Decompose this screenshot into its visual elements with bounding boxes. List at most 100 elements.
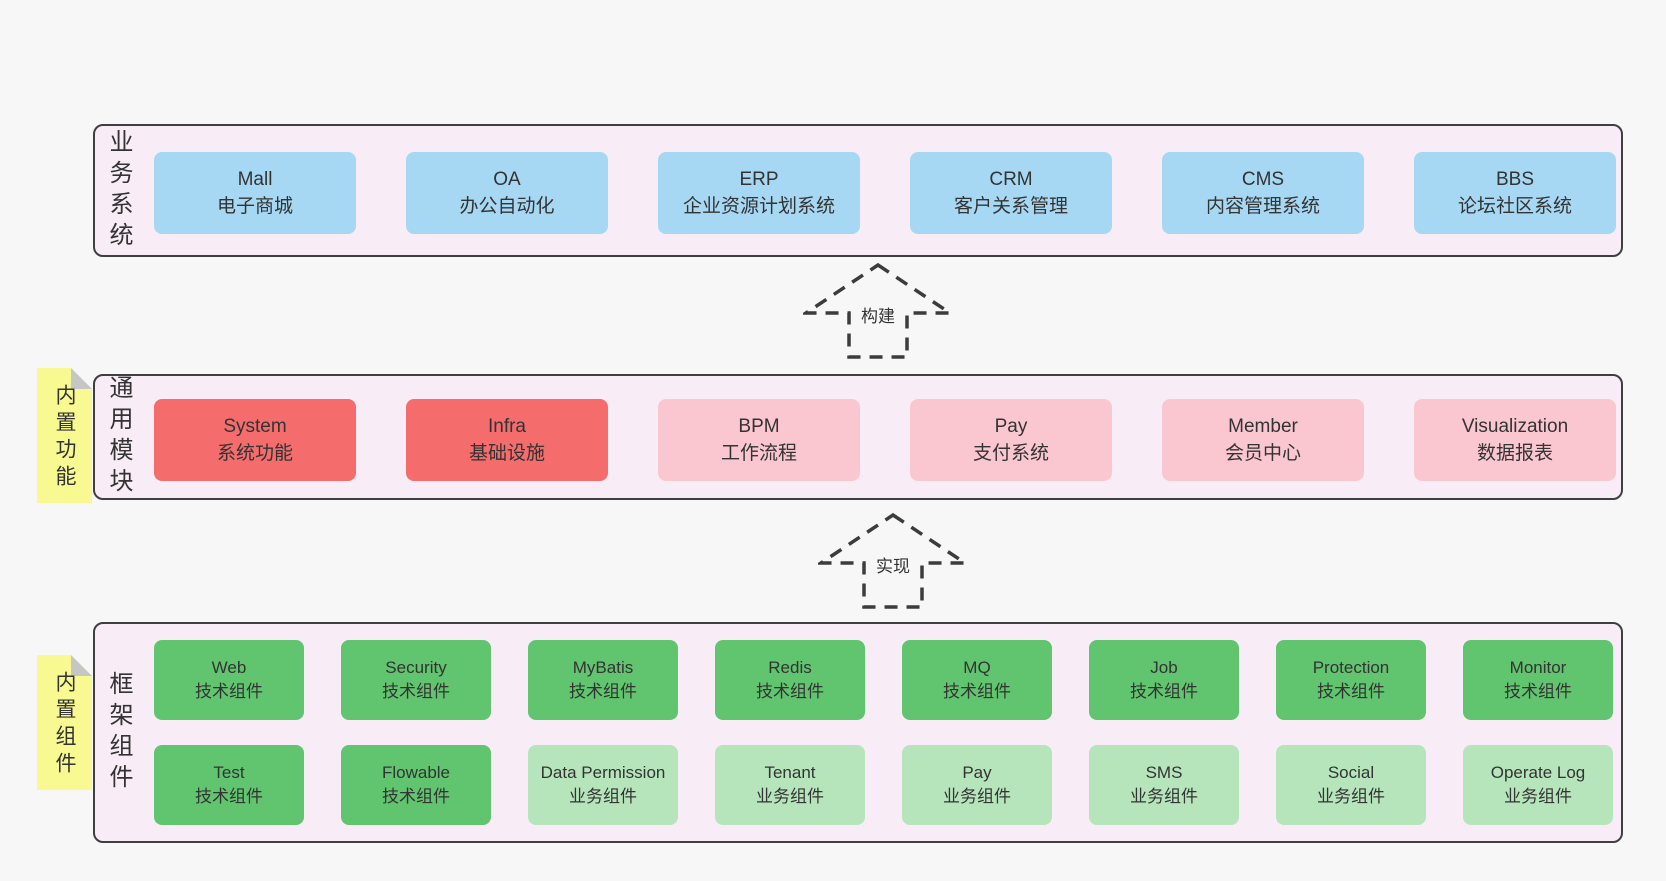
box-subtitle: 技术组件 <box>382 682 450 701</box>
sticky-label: 内置功能 <box>53 384 76 493</box>
box-title: Job <box>1150 658 1178 677</box>
box-monitor: Monitor 技术组件 <box>1463 640 1613 720</box>
box-title: Pay <box>962 763 992 782</box>
box-title: Data Permission <box>540 763 666 782</box>
box-web: Web 技术组件 <box>154 640 304 720</box>
box-title: System <box>223 416 287 437</box>
box-tenant: Tenant 业务组件 <box>715 745 865 825</box>
box-title: Infra <box>487 416 527 437</box>
box-subtitle: 技术组件 <box>1317 682 1385 701</box>
box-title: Operate Log <box>1490 763 1586 782</box>
box-subtitle: 论坛社区系统 <box>1457 196 1572 217</box>
box-subtitle: 基础设施 <box>468 443 545 464</box>
box-job: Job 技术组件 <box>1089 640 1239 720</box>
box-title: CMS <box>1241 169 1285 190</box>
box-subtitle: 数据报表 <box>1476 443 1553 464</box>
box-title: Visualization <box>1461 416 1569 437</box>
box-social: Social 业务组件 <box>1276 745 1426 825</box>
arrow-build-label: 构建 <box>857 300 899 329</box>
box-subtitle: 客户关系管理 <box>953 196 1068 217</box>
box-subtitle: 系统功能 <box>216 443 293 464</box>
box-title: Tenant <box>764 763 816 782</box>
box-mall: Mall 电子商城 <box>154 152 356 234</box>
arrow-build: 构建 <box>803 262 953 360</box>
box-title: Redis <box>768 658 812 677</box>
box-system: System 系统功能 <box>154 399 356 481</box>
box-title: Member <box>1228 416 1298 437</box>
box-title: CRM <box>989 169 1033 190</box>
box-title: SMS <box>1145 763 1183 782</box>
box-protection: Protection 技术组件 <box>1276 640 1426 720</box>
box-redis: Redis 技术组件 <box>715 640 865 720</box>
layer-label-modules: 通用模块 <box>105 375 132 499</box>
sticky-note-built-in-features: 内置功能 <box>37 368 92 503</box>
box-pay-component: Pay 业务组件 <box>902 745 1052 825</box>
box-title: Protection <box>1312 658 1390 677</box>
box-subtitle: 企业资源计划系统 <box>682 196 835 217</box>
arrow-implement-label: 实现 <box>872 550 914 579</box>
box-cms: CMS 内容管理系统 <box>1162 152 1364 234</box>
box-subtitle: 技术组件 <box>382 787 450 806</box>
box-oa: OA 办公自动化 <box>406 152 608 234</box>
box-title: OA <box>493 169 521 190</box>
layer-label-components: 框架组件 <box>105 670 132 795</box>
box-data-permission: Data Permission 业务组件 <box>528 745 678 825</box>
layer-framework-components: 框架组件 Web 技术组件 Security 技术组件 MyBatis 技术组件… <box>93 622 1623 843</box>
arrow-implement: 实现 <box>818 512 968 610</box>
dashed-up-arrow-icon <box>803 262 953 359</box>
sticky-note-built-in-components: 内置组件 <box>37 655 92 790</box>
box-subtitle: 技术组件 <box>1504 682 1572 701</box>
sticky-label: 内置组件 <box>53 671 76 780</box>
box-title: Monitor <box>1509 658 1567 677</box>
layer-business-systems: 业务系统 Mall 电子商城 OA 办公自动化 ERP 企业资源计划系统 CRM… <box>93 124 1623 257</box>
layer-common-modules: 通用模块 System 系统功能 Infra 基础设施 BPM 工作流程 Pay… <box>93 374 1623 500</box>
box-subtitle: 电子商城 <box>216 196 293 217</box>
box-test: Test 技术组件 <box>154 745 304 825</box>
box-subtitle: 业务组件 <box>1317 787 1385 806</box>
box-title: Flowable <box>381 763 451 782</box>
box-subtitle: 业务组件 <box>1130 787 1198 806</box>
box-subtitle: 技术组件 <box>756 682 824 701</box>
components-box-row-2: Test 技术组件 Flowable 技术组件 Data Permission … <box>154 745 1613 825</box>
box-subtitle: 业务组件 <box>569 787 637 806</box>
box-flowable: Flowable 技术组件 <box>341 745 491 825</box>
box-sms: SMS 业务组件 <box>1089 745 1239 825</box>
box-title: MQ <box>963 658 991 677</box>
modules-box-row: System 系统功能 Infra 基础设施 BPM 工作流程 Pay 支付系统… <box>154 399 1616 481</box>
box-title: Social <box>1327 763 1375 782</box>
business-box-row: Mall 电子商城 OA 办公自动化 ERP 企业资源计划系统 CRM 客户关系… <box>154 152 1616 234</box>
box-bbs: BBS 论坛社区系统 <box>1414 152 1616 234</box>
box-subtitle: 业务组件 <box>756 787 824 806</box>
box-subtitle: 技术组件 <box>195 682 263 701</box>
box-infra: Infra 基础设施 <box>406 399 608 481</box>
box-subtitle: 技术组件 <box>1130 682 1198 701</box>
dashed-up-arrow-icon <box>818 512 968 609</box>
box-title: MyBatis <box>572 658 634 677</box>
box-subtitle: 会员中心 <box>1224 443 1301 464</box>
box-subtitle: 办公自动化 <box>459 196 555 217</box>
box-subtitle: 内容管理系统 <box>1205 196 1320 217</box>
box-bpm: BPM 工作流程 <box>658 399 860 481</box>
box-title: Security <box>385 658 447 677</box>
box-operate-log: Operate Log 业务组件 <box>1463 745 1613 825</box>
box-subtitle: 业务组件 <box>1504 787 1572 806</box>
box-pay-system: Pay 支付系统 <box>910 399 1112 481</box>
box-title: Pay <box>994 416 1028 437</box>
box-mybatis: MyBatis 技术组件 <box>528 640 678 720</box>
box-subtitle: 工作流程 <box>720 443 797 464</box>
box-title: ERP <box>739 169 779 190</box>
box-security: Security 技术组件 <box>341 640 491 720</box>
box-subtitle: 技术组件 <box>195 787 263 806</box>
components-box-row-1: Web 技术组件 Security 技术组件 MyBatis 技术组件 Redi… <box>154 640 1613 720</box>
box-subtitle: 技术组件 <box>569 682 637 701</box>
box-title: Web <box>211 658 247 677</box>
box-subtitle: 技术组件 <box>943 682 1011 701</box>
box-subtitle: 业务组件 <box>943 787 1011 806</box>
box-title: BPM <box>738 416 780 437</box>
box-title: Mall <box>237 169 273 190</box>
box-title: Test <box>213 763 245 782</box>
box-erp: ERP 企业资源计划系统 <box>658 152 860 234</box>
box-title: BBS <box>1495 169 1535 190</box>
layer-label-business: 业务系统 <box>105 128 132 253</box>
